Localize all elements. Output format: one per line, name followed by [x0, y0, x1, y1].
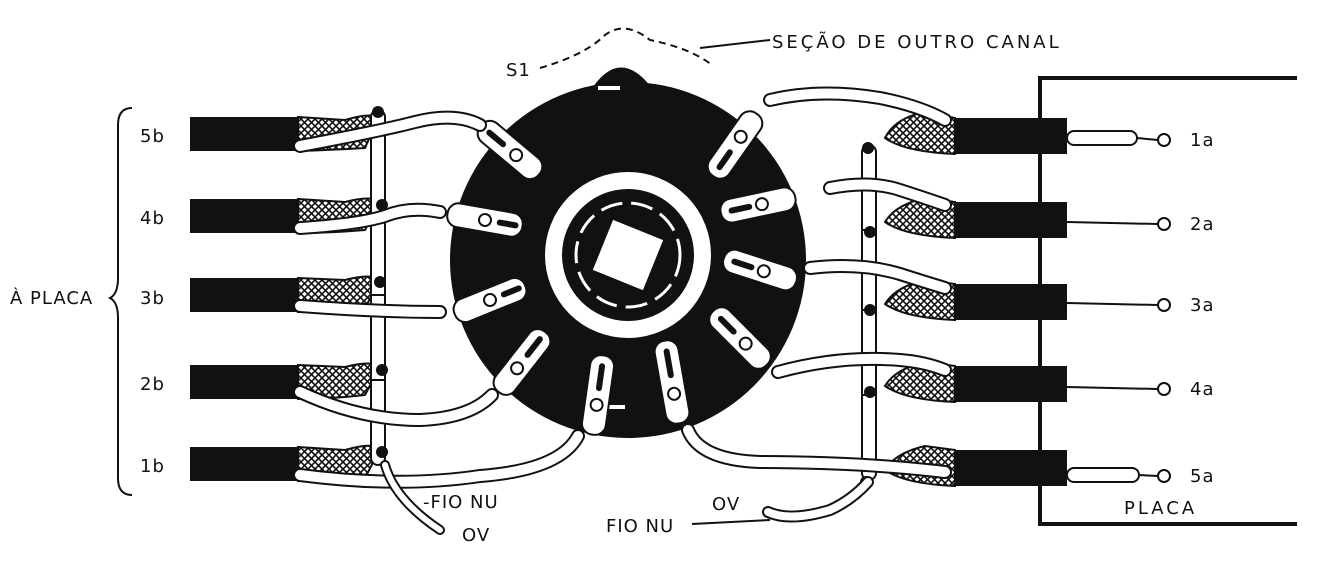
left-cable-label: 3b [140, 288, 165, 309]
left-cable [190, 362, 382, 401]
solder-joint [376, 364, 388, 376]
other-channel-label: SEÇÃO DE OUTRO CANAL [772, 31, 1062, 53]
switch-lug [719, 186, 797, 224]
bare-wire-label-right: FIO NU [606, 516, 674, 537]
solder-joint [376, 199, 388, 211]
left-cable-label: 1b [140, 456, 165, 477]
switch-top-notch [598, 86, 620, 90]
solder-joint [376, 446, 388, 458]
right-terminal-label: 5a [1190, 466, 1214, 487]
left-brace [107, 107, 133, 496]
bare-wire-label-left: -FIO NU [423, 492, 499, 513]
right-cable-group [883, 110, 1171, 488]
right-terminal-label: 1a [1190, 130, 1214, 151]
zero-volt-label-right: OV [712, 494, 740, 515]
switch-bottom-notch [605, 405, 625, 409]
to-board-label: À PLACA [10, 287, 93, 309]
right-cable [883, 360, 1171, 404]
right-terminal-label: 2a [1190, 214, 1214, 235]
solder-joint [864, 304, 876, 316]
left-cable-label: 5b [140, 126, 165, 147]
left-inner-conductors [293, 110, 585, 489]
switch-rotor-ring [574, 201, 682, 309]
switch-shaft-hole [590, 217, 666, 293]
switch-lug [580, 354, 616, 436]
switch-lug [492, 328, 552, 396]
switch-lug [452, 276, 528, 324]
left-cable-group [190, 114, 382, 483]
switch-lug [722, 248, 798, 292]
zero-volt-label-left: OV [462, 525, 490, 546]
left-cable-label: 2b [140, 374, 165, 395]
switch-lug [706, 110, 764, 180]
switch-label: S1 [506, 60, 531, 81]
switch-lug [446, 202, 524, 238]
right-terminal-label: 3a [1190, 295, 1214, 316]
other-channel-leader [699, 39, 771, 49]
board-label: PLACA [1124, 498, 1197, 519]
switch-lug [708, 306, 772, 370]
solder-joint [862, 142, 874, 154]
board-outline [1038, 76, 1297, 526]
switch-lug [653, 339, 691, 425]
solder-joint [372, 106, 384, 118]
other-channel-dashed-outline [539, 27, 713, 69]
solder-joint [864, 386, 876, 398]
solder-joint [864, 226, 876, 238]
bare-wire-leader [691, 519, 771, 525]
right-inner-conductors [681, 86, 952, 479]
solder-joint [374, 276, 386, 288]
left-cable-label: 4b [140, 208, 165, 229]
rotary-switch-s1 [446, 67, 806, 438]
right-terminal-label: 4a [1190, 379, 1214, 400]
